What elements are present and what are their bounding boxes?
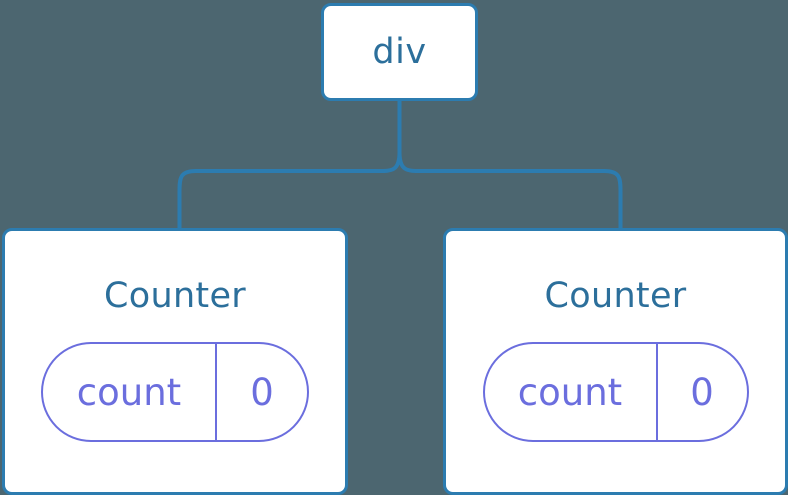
connector-branch-right <box>397 151 623 231</box>
connector-branch-left <box>177 151 402 231</box>
state-pill-counter-1-key: count <box>485 344 658 440</box>
node-div[interactable]: div <box>321 3 478 101</box>
node-counter-1-label: Counter <box>544 276 687 316</box>
state-pill-counter-0-key: count <box>43 344 217 440</box>
state-pill-counter-1-value: 0 <box>690 370 714 414</box>
state-pill-counter-1[interactable]: count 0 <box>482 342 749 442</box>
state-pill-counter-0-value: 0 <box>250 370 274 414</box>
node-counter-0-label: Counter <box>104 276 246 316</box>
node-counter-1[interactable]: Counter count 0 <box>443 228 788 495</box>
node-div-label: div <box>372 31 427 72</box>
state-pill-counter-0[interactable]: count 0 <box>41 342 309 442</box>
node-counter-0[interactable]: Counter count 0 <box>2 228 348 495</box>
